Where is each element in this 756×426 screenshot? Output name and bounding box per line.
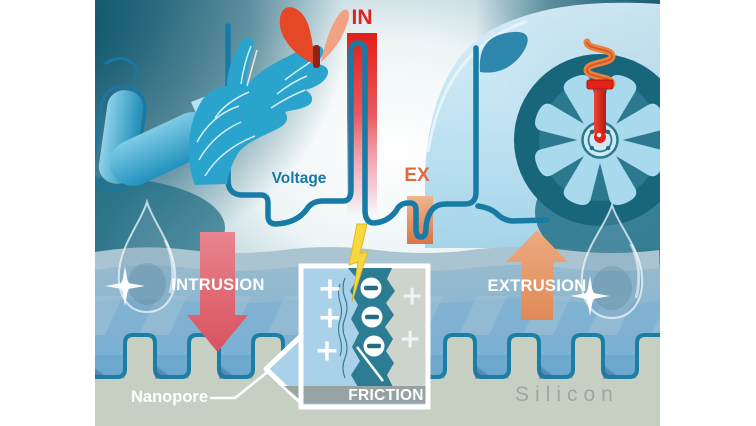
- scene-canvas: + + + + +: [95, 0, 660, 426]
- charged-interface: [348, 268, 395, 403]
- minus-charge-icon: [364, 285, 378, 291]
- minus-charge-icon: [367, 343, 381, 349]
- plus-charge-icon: +: [401, 281, 424, 312]
- car-window: [479, 31, 528, 73]
- sparkle-icon: [570, 276, 610, 316]
- friction-squiggles: [337, 277, 348, 379]
- extrusion-arrow: [506, 230, 568, 320]
- intrusion-arrow: [187, 232, 248, 352]
- shock-absorber-icon: [583, 38, 616, 143]
- friction-label: FRICTION: [348, 387, 424, 404]
- water-droplet-left-icon: [105, 198, 177, 314]
- silicon-label: Silicon: [515, 383, 619, 406]
- friction-inset: + + + + +: [263, 263, 431, 410]
- minus-charge-icon: [365, 314, 379, 320]
- ex-label: EX: [404, 165, 430, 186]
- in-label: IN: [351, 6, 373, 29]
- plus-charge-icon: +: [314, 334, 339, 369]
- extrusion-label: EXTRUSION: [487, 277, 587, 295]
- intrusion-label: INTRUSION: [171, 276, 265, 294]
- water-droplet-right-icon: [570, 201, 644, 320]
- lightning-bolt-icon: [348, 223, 369, 303]
- minus-charges: [360, 277, 385, 357]
- inset-pointer-tail: [263, 334, 303, 404]
- interface-pointer-line: [356, 346, 384, 382]
- plus-charge-icon: +: [399, 324, 422, 355]
- nanopore-leader-line: [210, 369, 271, 400]
- plus-charge-icon: +: [317, 272, 342, 307]
- plus-charge-icon: +: [317, 301, 342, 336]
- scene-graphic: + + + + +: [95, 0, 660, 426]
- voltage-label: Voltage: [271, 170, 327, 187]
- butterfly-icon: [279, 7, 350, 68]
- friction-banner: [303, 386, 426, 404]
- sparkle-icon: [105, 266, 145, 306]
- nanopore-label: Nanopore: [131, 388, 209, 406]
- voltage-trace: [225, 23, 550, 240]
